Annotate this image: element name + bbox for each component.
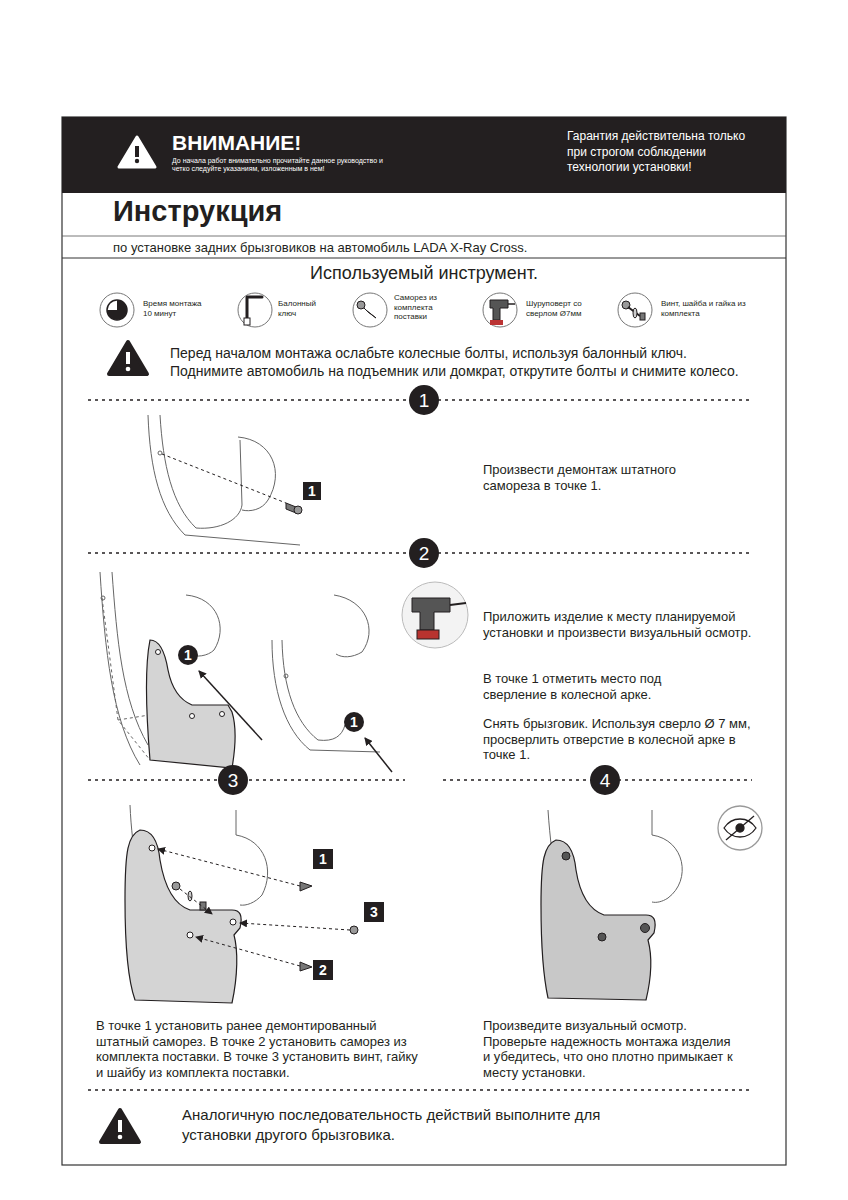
warning-icon [119, 137, 155, 167]
step-text: Приложить изделие к месту планируемой ус… [483, 609, 758, 640]
callout-text: 1 [184, 648, 192, 662]
callout-number: 3 [364, 902, 384, 922]
callout-number: 1 [178, 645, 198, 665]
header-band-bg [62, 117, 786, 193]
tool-caption: Шуруповерт со сверлом Ø7мм [526, 299, 608, 318]
callout-text: 1 [350, 715, 358, 729]
callout-text: 4 [600, 771, 611, 790]
callout-text: 3 [370, 905, 378, 919]
step-text: В точке 1 отметить место под сверление в… [483, 671, 683, 702]
callout-text: 2 [319, 963, 327, 977]
screw-icon [353, 293, 387, 327]
tool-caption: Время монтажа 10 минут [143, 299, 205, 318]
callout-number: 1 [303, 482, 321, 500]
step-number: 1 [409, 385, 439, 415]
step-number: 4 [590, 765, 620, 795]
clock-icon [100, 293, 134, 327]
eye-icon [718, 806, 762, 850]
drill-picture [402, 582, 468, 648]
warning-text: Аналогичную последовательность действий … [182, 1105, 622, 1144]
car-body-drawing [148, 415, 302, 545]
tool-caption: Балонный ключ [278, 299, 328, 318]
warning-icon [101, 1110, 139, 1142]
bolt-icon [618, 293, 652, 327]
step-text: Произвести демонтаж штатного самореза в … [483, 462, 718, 493]
mudflap-assembly-drawing [125, 805, 358, 1003]
drill-icon [483, 293, 517, 327]
step-text: В точке 1 установить ранее демонтированн… [96, 1018, 418, 1080]
callout-number: 1 [313, 849, 333, 869]
tool-caption: Винт, шайба и гайка из комплекта [661, 299, 757, 318]
callout-number: 1 [344, 712, 364, 732]
callout-text: 3 [228, 771, 239, 790]
subtitle: по установке задних брызговиков на автом… [113, 240, 753, 256]
mudflap-fitting-drawing [100, 572, 262, 768]
callout-text: 2 [419, 544, 430, 563]
callout-text: 1 [419, 391, 430, 410]
callout-text: 1 [319, 852, 327, 866]
mounted-mudflap-drawing [541, 810, 682, 1000]
step-text: Снять брызговик. Используя сверло Ø 7 мм… [483, 716, 758, 763]
header-text: До начала работ внимательно прочитайте д… [172, 157, 387, 174]
tool-caption: Саморез из комплекта поставки [394, 293, 456, 322]
section-heading: Используемый инструмент. [270, 263, 578, 285]
wheel-arch-drawing [272, 595, 392, 772]
header-band: ВНИМАНИЕ! До начала работ внимательно про… [62, 117, 786, 193]
callout-text: 1 [308, 484, 316, 498]
wrench-icon [238, 293, 272, 327]
warning-text: Перед началом монтажа ослабьте колесные … [170, 344, 755, 380]
header-text: Гарантия действительна только при строго… [567, 129, 767, 176]
step-number: 2 [409, 538, 439, 568]
page-title: Инструкция [113, 194, 282, 229]
step-number: 3 [218, 765, 248, 795]
header-text: ВНИМАНИЕ! [172, 130, 301, 155]
page-frame [62, 117, 786, 1165]
warning-icon [109, 342, 147, 374]
callout-number: 2 [313, 960, 333, 980]
step-text: Произведите визуальный осмотр. Проверьте… [483, 1018, 738, 1080]
